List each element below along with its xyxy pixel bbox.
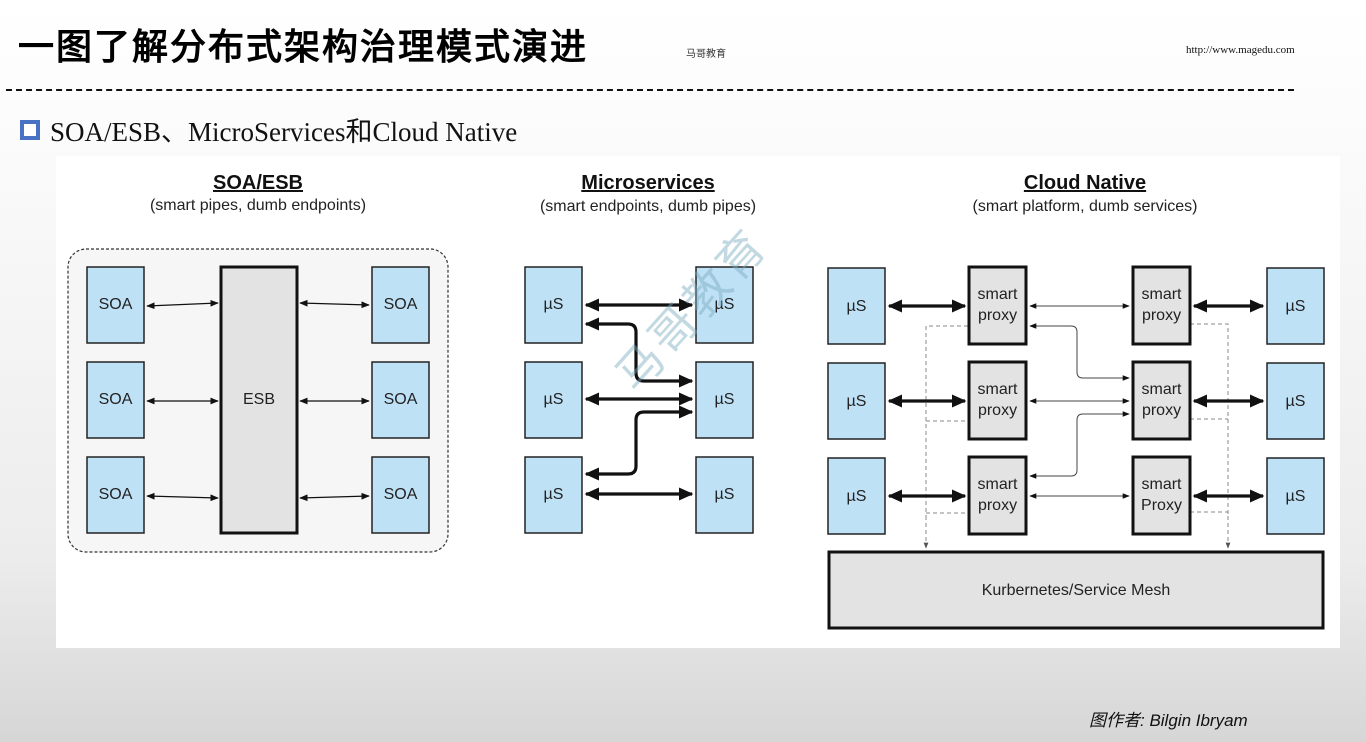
svg-text:smart: smart <box>1142 476 1183 493</box>
bidirectional-arrow <box>584 405 694 481</box>
svg-text:SOA: SOA <box>384 391 418 408</box>
cloud-native-title: Cloud Native <box>1024 172 1146 194</box>
svg-text:smart: smart <box>978 476 1019 493</box>
bidirectional-arrow <box>146 492 219 502</box>
micro-right-service: µS <box>695 266 754 344</box>
svg-text:smart: smart <box>1142 286 1183 303</box>
svg-text:SOA: SOA <box>384 296 418 313</box>
bidirectional-arrow <box>584 317 694 388</box>
soa-right-service: SOA <box>371 456 430 534</box>
cn-right-service: µS <box>1266 362 1325 440</box>
svg-text:µS: µS <box>847 488 867 505</box>
cn-left-service: µS <box>827 267 886 345</box>
svg-text:µS: µS <box>1286 298 1306 315</box>
header-divider <box>6 89 1294 91</box>
svg-text:smart: smart <box>978 286 1019 303</box>
proxy-mesh-arrows <box>1029 303 1130 499</box>
svg-text:proxy: proxy <box>978 497 1017 514</box>
svg-text:proxy: proxy <box>978 307 1017 324</box>
micro-right-service: µS <box>695 456 754 534</box>
svg-text:Proxy: Proxy <box>1141 497 1182 514</box>
bidirectional-arrow <box>146 299 219 310</box>
svg-text:SOA: SOA <box>99 391 133 408</box>
square-bullet-icon <box>20 119 40 140</box>
bidirectional-arrow <box>299 299 370 309</box>
microservices-title: Microservices <box>581 172 714 194</box>
title-overlay-text: 马哥教育 <box>686 49 726 60</box>
svg-text:µS: µS <box>715 486 735 503</box>
micro-left-service: µS <box>524 456 583 534</box>
svg-text:µS: µS <box>1286 488 1306 505</box>
cn-right-smart-proxy: smart proxy <box>1131 265 1192 346</box>
svg-text:SOA: SOA <box>99 296 133 313</box>
section-heading-text: SOA/ESB、MicroServices和Cloud Native <box>50 117 518 147</box>
bidirectional-arrow <box>1029 411 1130 479</box>
soa-right-service: SOA <box>371 361 430 439</box>
svg-text:µS: µS <box>1286 393 1306 410</box>
svg-text:SOA: SOA <box>99 486 133 503</box>
bidirectional-arrow <box>1029 323 1130 381</box>
bidirectional-arrow <box>299 492 370 502</box>
micro-left-service: µS <box>524 266 583 344</box>
soa-esb-subtitle: (smart pipes, dumb endpoints) <box>150 197 366 214</box>
micro-right-service: µS <box>695 361 754 439</box>
site-url: http://www.magedu.com <box>1186 44 1295 56</box>
soa-right-service: SOA <box>371 266 430 344</box>
esb-bus <box>219 265 299 535</box>
svg-text:µS: µS <box>544 296 564 313</box>
diagram-canvas: SOA/ESB (smart pipes, dumb endpoints) ES… <box>67 172 1325 630</box>
soa-left-service: SOA <box>86 456 145 534</box>
cn-right-smart-proxy: smart Proxy <box>1131 455 1192 536</box>
svg-text:SOA: SOA <box>384 486 418 503</box>
cn-right-smart-proxy: smart proxy <box>1131 360 1192 441</box>
svg-text:smart: smart <box>978 381 1019 398</box>
sidecar-arrows <box>887 299 1265 503</box>
cn-left-service: µS <box>827 457 886 535</box>
soa-connector-arrows <box>146 299 370 502</box>
soa-left-service: SOA <box>86 361 145 439</box>
cn-left-smart-proxy: smart proxy <box>967 265 1028 346</box>
cn-left-service: µS <box>827 362 886 440</box>
microservices-panel: Microservices (smart endpoints, dumb pip… <box>524 172 756 534</box>
cn-right-service: µS <box>1266 267 1325 345</box>
control-plane-dashed-lines <box>923 323 1231 549</box>
soa-esb-panel: SOA/ESB (smart pipes, dumb endpoints) ES… <box>67 172 449 553</box>
section-heading: SOA/ESB、MicroServices和Cloud Native <box>20 110 517 149</box>
slide-title: 一图了解分布式架构治理模式演进 <box>18 27 589 68</box>
figure-credit: 图作者: Bilgin Ibryam <box>1089 711 1248 730</box>
kubernetes-service-mesh-platform <box>827 550 1325 630</box>
cn-left-smart-proxy: smart proxy <box>967 360 1028 441</box>
soa-esb-title: SOA/ESB <box>213 172 303 194</box>
micro-left-service: µS <box>524 361 583 439</box>
architecture-diagram: SOA/ESB (smart pipes, dumb endpoints) ES… <box>56 156 1340 648</box>
svg-text:µS: µS <box>847 393 867 410</box>
esb-label: ESB <box>243 391 275 408</box>
svg-text:µS: µS <box>544 486 564 503</box>
svg-text:proxy: proxy <box>978 402 1017 419</box>
cn-right-service: µS <box>1266 457 1325 535</box>
soa-left-service: SOA <box>86 266 145 344</box>
svg-text:µS: µS <box>715 296 735 313</box>
microservice-connector-arrows <box>584 298 694 501</box>
svg-text:proxy: proxy <box>1142 402 1181 419</box>
microservices-subtitle: (smart endpoints, dumb pipes) <box>540 198 756 215</box>
svg-text:µS: µS <box>847 298 867 315</box>
cloud-native-panel: Cloud Native (smart platform, dumb servi… <box>827 172 1325 630</box>
platform-label: Kurbernetes/Service Mesh <box>982 582 1171 599</box>
cloud-native-subtitle: (smart platform, dumb services) <box>973 198 1198 215</box>
svg-text:proxy: proxy <box>1142 307 1181 324</box>
svg-text:µS: µS <box>544 391 564 408</box>
svg-text:smart: smart <box>1142 381 1183 398</box>
svg-text:µS: µS <box>715 391 735 408</box>
cn-left-smart-proxy: smart proxy <box>967 455 1028 536</box>
